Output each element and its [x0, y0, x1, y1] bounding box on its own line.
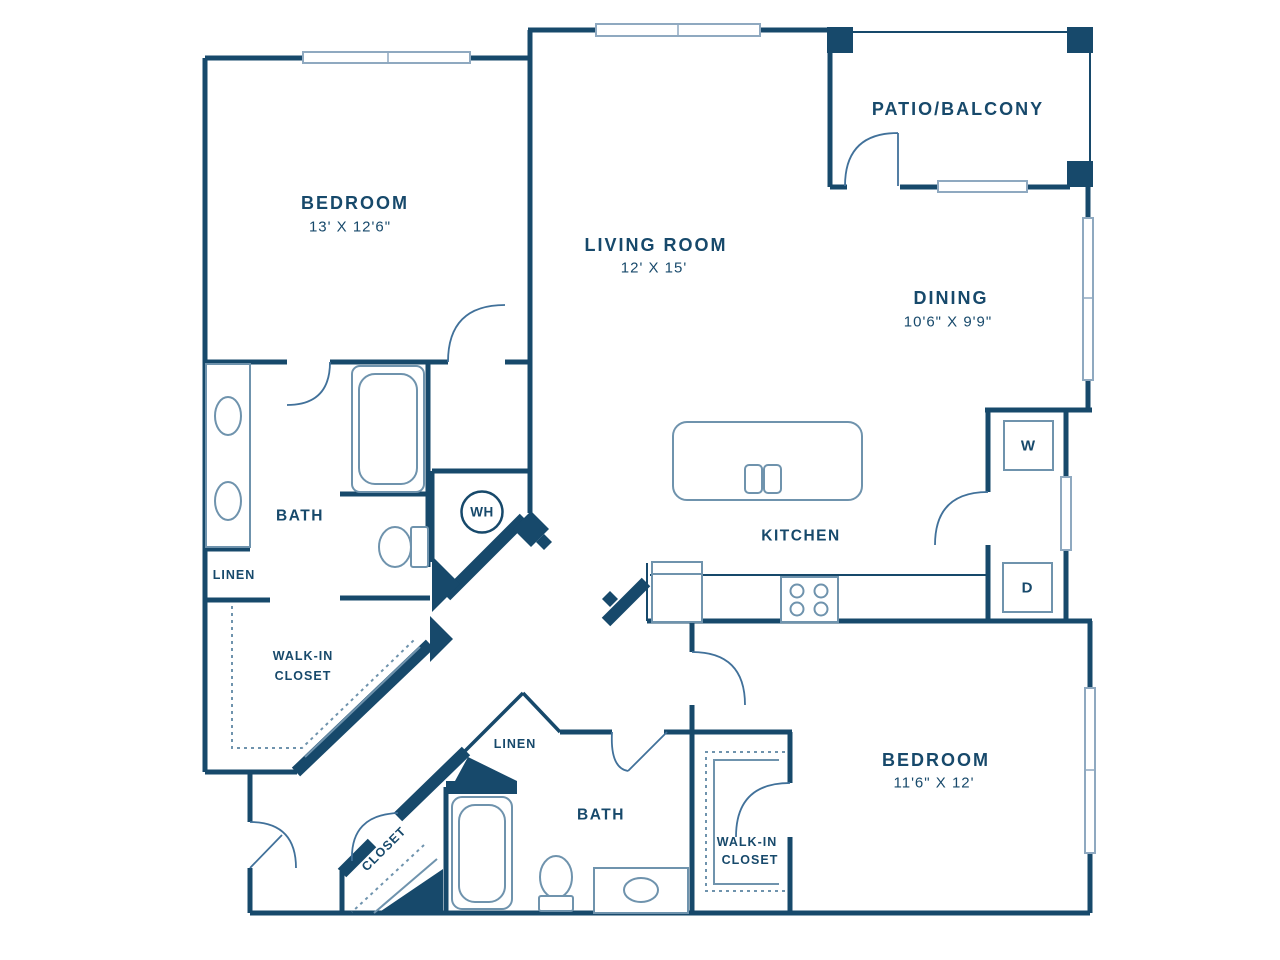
- burner: [813, 601, 829, 617]
- sink-icon: [214, 396, 242, 436]
- door-swings: [249, 132, 989, 869]
- label-linen2: LINEN: [494, 737, 537, 751]
- room-label-bedroom2: BEDROOM: [882, 750, 990, 770]
- toilet-tank: [538, 895, 574, 912]
- interior-walls: [205, 359, 991, 913]
- entry-door-knob: [536, 534, 552, 550]
- walkin1-diagonal-wall: [291, 639, 435, 777]
- windows: [302, 23, 1096, 854]
- burner: [789, 601, 805, 617]
- window-patio: [937, 180, 1028, 193]
- walkin1-rod: [231, 606, 415, 749]
- label-washer: W: [1021, 438, 1036, 455]
- label-walkin2-line1: WALK-IN: [717, 835, 777, 849]
- room-dims-living: 12' X 15': [621, 260, 687, 277]
- toilet-icon: [378, 526, 412, 568]
- door-arc-walkin2: [735, 782, 791, 838]
- room-dims-dining: 10'6" X 9'9": [904, 314, 992, 331]
- room-label-patio: PATIO/BALCONY: [872, 99, 1044, 119]
- room-dims-bedroom2: 11'6" X 12': [894, 775, 975, 792]
- labels: BEDROOM 13' X 12'6" LIVING ROOM 12' X 15…: [213, 99, 1044, 874]
- room-label-bedroom1: BEDROOM: [301, 193, 409, 213]
- window-bedroom1: [302, 51, 471, 64]
- patio-post: [1067, 161, 1093, 187]
- burner: [789, 583, 805, 599]
- label-walkin1-line2: CLOSET: [275, 669, 332, 683]
- closet-rods: [231, 606, 785, 914]
- walkin2-shelf: [713, 759, 779, 885]
- room-label-living: LIVING ROOM: [585, 235, 728, 255]
- door-arc-patio: [844, 132, 899, 187]
- toilet-icon: [539, 855, 573, 899]
- linen2-wall-fill: [455, 757, 517, 781]
- sink-icon: [623, 877, 659, 903]
- label-walkin1-line1: WALK-IN: [273, 649, 333, 663]
- room-label-dining: DINING: [914, 288, 989, 308]
- window-dining: [1082, 217, 1094, 381]
- stove-icon: [780, 576, 839, 623]
- patio-post: [1067, 27, 1093, 53]
- wall-jamb: [432, 556, 460, 612]
- sink-icon: [214, 481, 242, 521]
- room-label-kitchen: KITCHEN: [761, 528, 840, 545]
- label-dryer: D: [1022, 580, 1033, 597]
- wall-jamb: [430, 616, 453, 662]
- window-laundry: [1060, 476, 1072, 551]
- closet-diagonal-wall-upper: [393, 746, 471, 822]
- door-arc-closet: [351, 812, 399, 862]
- closet-wall-fill: [378, 869, 443, 913]
- linen2-diagonal-walls: [460, 691, 562, 756]
- label-linen1: LINEN: [213, 568, 256, 582]
- closet-shelf: [373, 858, 438, 914]
- kitchen-counter-line: [646, 563, 986, 621]
- hall-door-panel: [601, 577, 651, 627]
- label-walkin2-line2: CLOSET: [722, 853, 779, 867]
- label-water-heater: WH: [470, 505, 494, 520]
- door-arc-hall: [249, 821, 297, 869]
- door-arc-laundry: [934, 491, 989, 546]
- door-arc-bath2: [610, 731, 668, 772]
- room-label-bath2: BATH: [577, 807, 625, 824]
- island-sink: [744, 464, 763, 494]
- water-heater-icon: [460, 490, 504, 534]
- closet-diagonal-wall-lower: [337, 838, 377, 878]
- room-label-bath1: BATH: [276, 508, 324, 525]
- washer-box: [1003, 420, 1054, 471]
- walkin1-shelf: [304, 646, 421, 758]
- walkin2-rod: [705, 751, 785, 892]
- patio-rail-lines: [853, 31, 1091, 161]
- door-arc-bedroom2: [691, 651, 746, 706]
- island-sink: [763, 464, 782, 494]
- door-arc-bedroom1: [447, 304, 506, 363]
- fridge-icon: [651, 561, 703, 623]
- bathtub-inner: [458, 804, 506, 903]
- room-dims-bedroom1: 13' X 12'6": [309, 219, 391, 236]
- fixtures: [205, 363, 1054, 914]
- door-arc-bath1: [286, 361, 331, 406]
- closet-rod: [351, 844, 425, 913]
- patio-post: [827, 27, 853, 53]
- dryer-box: [1002, 562, 1053, 613]
- bathtub-inner: [358, 373, 418, 485]
- hall-door-knob: [602, 591, 618, 607]
- toilet-tank: [410, 526, 429, 568]
- tub2-head-wall: [446, 781, 517, 794]
- kitchen-island: [672, 421, 863, 501]
- burner: [813, 583, 829, 599]
